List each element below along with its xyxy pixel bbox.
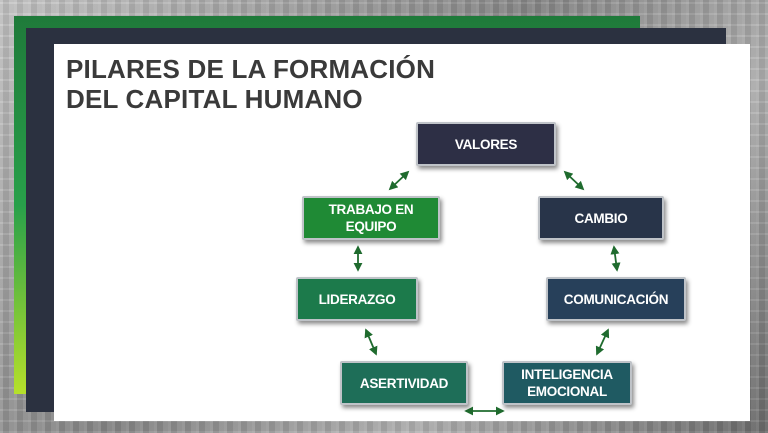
node-asertividad-label: ASERTIVIDAD <box>359 375 449 391</box>
node-trabajo-en-equipo: TRABAJO EN EQUIPO <box>302 196 440 240</box>
node-valores: VALORES <box>416 122 556 166</box>
title-line-2: DEL CAPITAL HUMANO <box>66 84 363 114</box>
node-inteligencia-emocional: INTELIGENCIA EMOCIONAL <box>502 361 632 405</box>
node-comunicacion: COMUNICACIÓN <box>546 277 686 321</box>
title-line-1: PILARES DE LA FORMACIÓN <box>66 54 436 84</box>
node-cambio-label: CAMBIO <box>574 210 628 226</box>
slide-title: PILARES DE LA FORMACIÓN DEL CAPITAL HUMA… <box>66 54 435 114</box>
node-valores-label: VALORES <box>454 136 518 152</box>
node-inteligencia-label-1: INTELIGENCIA <box>521 367 613 382</box>
node-liderazgo: LIDERAZGO <box>296 277 418 321</box>
node-cambio: CAMBIO <box>538 196 664 240</box>
node-trabajo-label-1: TRABAJO EN <box>328 202 414 217</box>
node-inteligencia-label-2: EMOCIONAL <box>527 384 607 399</box>
node-comunicacion-label: COMUNICACIÓN <box>563 291 669 307</box>
node-asertividad: ASERTIVIDAD <box>340 361 468 405</box>
node-trabajo-label-2: EQUIPO <box>345 219 397 234</box>
node-liderazgo-label: LIDERAZGO <box>318 291 396 307</box>
